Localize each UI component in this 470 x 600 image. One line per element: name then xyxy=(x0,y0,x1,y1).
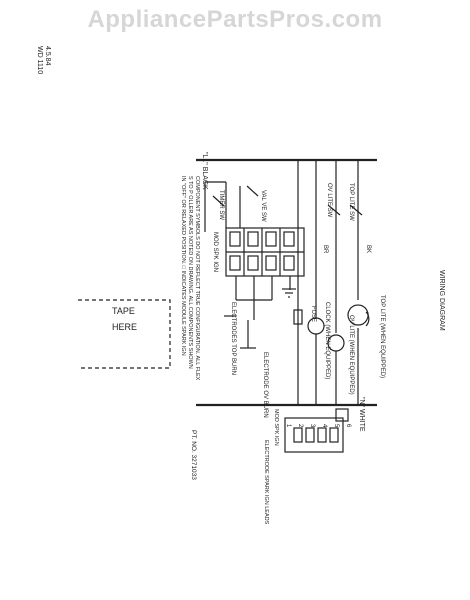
module-terminal xyxy=(247,231,259,247)
module-terminal xyxy=(247,255,259,271)
note-line: IN "OFF" OR RELAXED POSITION. □ INDICATE… xyxy=(180,176,186,356)
module-terminal xyxy=(283,255,295,271)
part-number: PT. NO. 3271033 xyxy=(190,430,197,480)
fuse xyxy=(293,309,303,325)
tape-here-box xyxy=(78,299,171,369)
connector-pin-label: 4 xyxy=(321,424,327,428)
top-lite-bulb xyxy=(347,304,369,326)
connector-pin-label: 3 xyxy=(309,424,315,428)
connector-pin xyxy=(329,427,339,443)
doc-code-line-1: 4.5.84 xyxy=(44,46,51,66)
here-label: HERE xyxy=(112,322,137,332)
doc-code-line-2: WD 1110 xyxy=(36,46,43,74)
electrodes-top-label: ELECTRODES TOP BURN xyxy=(230,302,236,375)
top-lite-switch-label: TOP LITE SW xyxy=(348,183,354,221)
connector-pin-label: 5 xyxy=(333,424,339,428)
neutral-label: "N" WHITE xyxy=(358,397,365,432)
clock-label: CLOCK (WHEN EQUIPPED) xyxy=(324,302,330,379)
timer-switch xyxy=(212,195,225,207)
mod-spark-label: MOD SPK IGN xyxy=(212,232,218,272)
valve-switch-label: VAL VE SW xyxy=(260,190,266,222)
note-line: S TO P OLLER ARE AS NOTED ON DRAWING. AL… xyxy=(187,176,193,369)
module-terminal xyxy=(229,231,241,247)
connector-pin xyxy=(293,427,303,443)
ov-lite-switch xyxy=(327,204,341,216)
valve-switch xyxy=(246,185,259,197)
electrode-ov-label: ELECTRODE OV BURN xyxy=(262,352,268,418)
timer-switch-label: TIMER SW xyxy=(218,190,224,220)
tape-label: TAPE xyxy=(112,306,135,316)
connector-module-label: MOD SPK IGN xyxy=(273,409,279,446)
connector-block xyxy=(284,417,344,453)
br-wire-label: BR xyxy=(322,245,328,254)
top-lite-switch xyxy=(349,204,363,216)
diagram-title: WIRING DIAGRAM xyxy=(438,270,445,331)
connector-terminal xyxy=(335,408,349,422)
module-terminal xyxy=(229,255,241,271)
watermark: AppliancePartsPros.com xyxy=(87,6,383,33)
connector-pin-label: 1 xyxy=(285,424,291,428)
top-lite-label: TOP LITE (WHEN EQUIPPED) xyxy=(379,295,385,378)
l1-label: "L1" BLACK xyxy=(201,152,208,190)
connector-pin-label: 2 xyxy=(297,424,303,428)
module-terminal xyxy=(265,255,277,271)
connector-pin xyxy=(317,427,327,443)
module-terminal xyxy=(283,231,295,247)
bk-wire-label: BK xyxy=(365,245,371,253)
note-line: COMPONENT SYMBOLS DO NOT REFLECT TRUE CO… xyxy=(194,176,200,381)
connector-pin xyxy=(305,427,315,443)
ov-lite-switch-label: OV LITE SW xyxy=(326,183,332,218)
connector-leads-label: ELECTRODE SPARK IGN LEADS xyxy=(263,440,269,525)
ov-lite-label: OV LITE (WHEN EQUIPPED) xyxy=(348,315,354,395)
connector-pin-label: 6 xyxy=(345,424,351,428)
fuse-label: FUSE xyxy=(310,306,316,322)
module-terminal xyxy=(265,231,277,247)
